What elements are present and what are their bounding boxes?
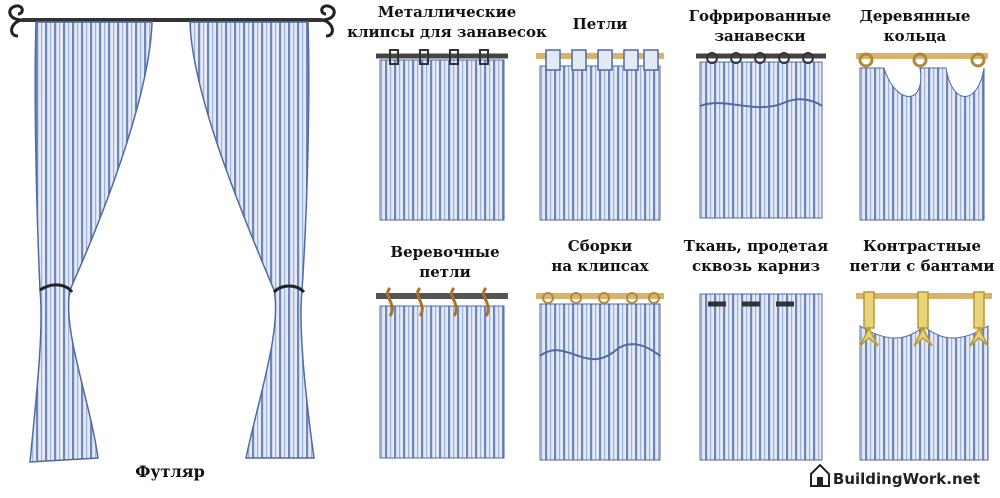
panel-wooden-rings xyxy=(856,52,988,221)
panel-metal-clips xyxy=(376,49,508,221)
curtain-rod xyxy=(8,4,336,38)
right-tieback xyxy=(272,284,306,294)
main-curtain-label: Футляр xyxy=(135,462,205,481)
style-label-loops: Петли xyxy=(572,15,628,33)
site-watermark: BuildingWork.net xyxy=(809,462,980,488)
watermark-text: BuildingWork.net xyxy=(832,470,980,488)
left-tieback xyxy=(39,283,74,294)
house-icon xyxy=(809,463,830,487)
right-curtain-panel xyxy=(189,21,315,459)
panel-loops xyxy=(536,49,664,221)
panel-contrast-bows xyxy=(856,291,992,461)
panel-pleated xyxy=(696,52,826,219)
left-curtain-panel xyxy=(29,21,153,463)
panel-rod-pocket xyxy=(699,293,823,461)
panel-rope-loops xyxy=(376,286,508,459)
panel-clip-gathers xyxy=(536,292,664,461)
